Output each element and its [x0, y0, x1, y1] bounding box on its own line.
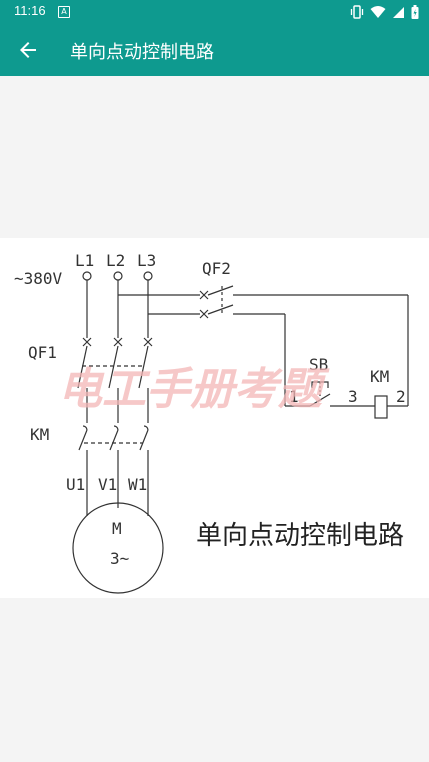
- status-bar: 11:16 A: [0, 0, 429, 24]
- label-node-3: 3: [348, 387, 358, 406]
- label-node-1: 1: [289, 387, 299, 406]
- label-l1: L1: [75, 251, 94, 270]
- label-sb: SB: [309, 355, 328, 374]
- circuit-wires: [72, 271, 409, 594]
- label-node-2: 2: [396, 387, 406, 406]
- status-time: 11:16: [14, 3, 46, 18]
- app-bar: 单向点动控制电路: [0, 24, 429, 76]
- diagram-title: 单向点动控制电路: [196, 521, 404, 551]
- label-v1: V1: [98, 475, 117, 494]
- signal-icon: [393, 6, 404, 18]
- label-w1: W1: [128, 475, 147, 494]
- watermark: 电工手册考题: [58, 364, 330, 415]
- wifi-icon: [370, 6, 386, 18]
- notification-a-icon: A: [58, 6, 70, 18]
- label-motor-m: M: [112, 519, 122, 538]
- label-l3: L3: [137, 251, 156, 270]
- label-u1: U1: [66, 475, 85, 494]
- label-supply: ~380V: [14, 269, 63, 288]
- label-km-main: KM: [30, 425, 49, 444]
- arrow-left-icon[interactable]: [16, 38, 40, 62]
- label-motor-3: 3~: [110, 549, 129, 568]
- status-icons: [350, 4, 419, 20]
- circuit-diagram-image: ~380V L1 L2 L3 QF2 QF1 KM SB KM 1 3 2 U1…: [0, 238, 429, 598]
- page-title: 单向点动控制电路: [70, 42, 214, 63]
- label-qf1: QF1: [28, 343, 57, 362]
- label-km-coil: KM: [370, 367, 389, 386]
- diagram-labels: ~380V L1 L2 L3 QF2 QF1 KM SB KM 1 3 2 U1…: [14, 251, 406, 568]
- label-qf2: QF2: [202, 259, 231, 278]
- battery-icon: [411, 5, 419, 19]
- vibrate-icon: [350, 5, 364, 19]
- label-l2: L2: [106, 251, 125, 270]
